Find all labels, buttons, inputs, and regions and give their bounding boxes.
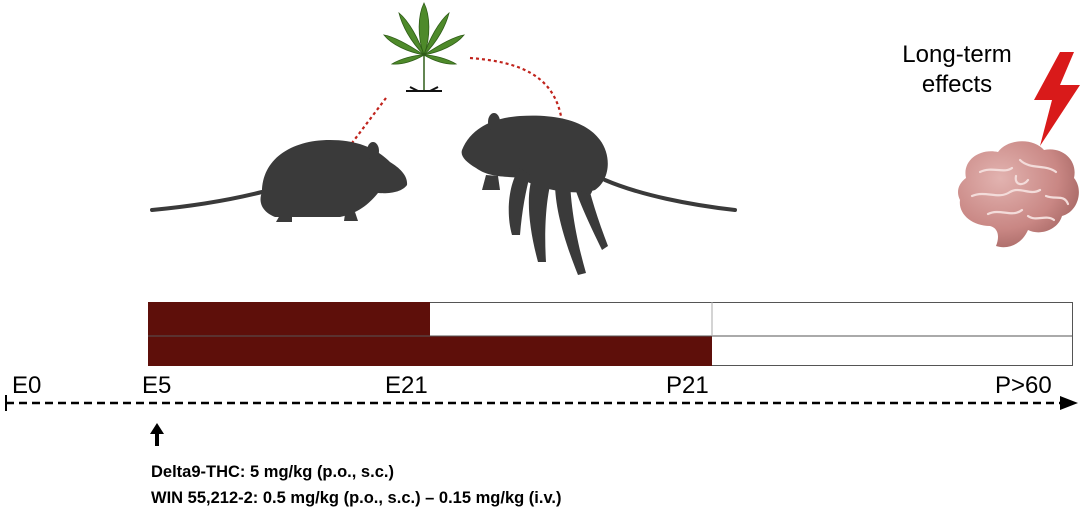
effects-label-line1: Long-term <box>902 41 1012 68</box>
timeline-axis <box>5 395 1078 411</box>
exposure-bar-perinatal <box>148 336 712 366</box>
tick-label-e0: E0 <box>12 372 42 399</box>
exposure-bar-gestation <box>148 302 430 336</box>
tick-label-p60: P>60 <box>995 372 1052 399</box>
tick-label-e5: E5 <box>142 372 172 399</box>
exposure-bars <box>148 302 1073 366</box>
brain-icon <box>958 141 1079 248</box>
pregnant-rat-icon <box>150 140 408 222</box>
cannabis-leaf-icon <box>383 2 465 92</box>
start-arrow-icon <box>150 423 164 446</box>
tick-label-p21: P21 <box>666 372 709 399</box>
dose-thc: Delta9-THC: 5 mg/kg (p.o., s.c.) <box>151 463 394 481</box>
effects-label-line2: effects <box>921 71 993 98</box>
dose-win: WIN 55,212-2: 0.5 mg/kg (p.o., s.c.) – 0… <box>151 489 562 507</box>
effects-label: Long-term effects <box>882 40 1032 100</box>
nursing-rat-icon <box>461 113 737 275</box>
lightning-icon <box>1034 52 1080 146</box>
tick-label-e21: E21 <box>385 372 428 399</box>
